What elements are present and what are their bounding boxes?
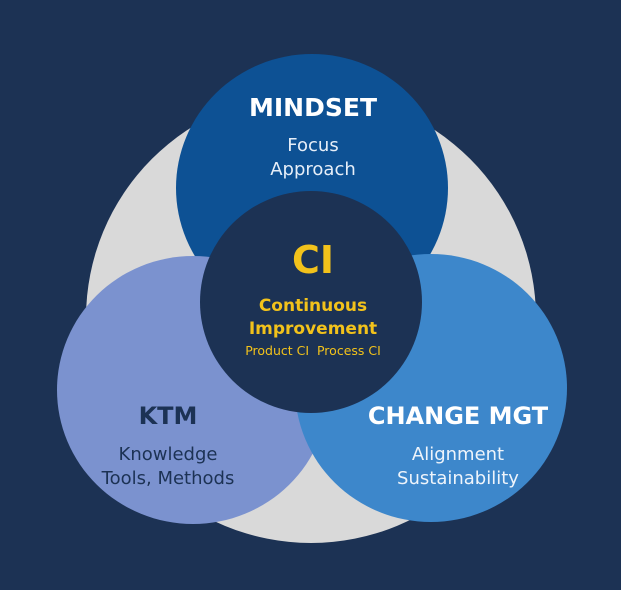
- mindset-title: MINDSET: [249, 93, 377, 122]
- ktm-title: KTM: [138, 402, 198, 430]
- ci-subtitle-line-2: Improvement: [248, 319, 378, 339]
- change-mgt-line-1: Alignment: [411, 444, 505, 465]
- ci-items: Product CI Process CI: [245, 343, 381, 358]
- ci-subtitle-line-1: Continuous: [258, 296, 368, 316]
- ci-center-circle: [200, 191, 422, 413]
- mindset-line-2: Approach: [270, 159, 356, 180]
- change-mgt-line-2: Sustainability: [397, 468, 519, 489]
- ktm-line-1: Knowledge: [118, 444, 218, 465]
- ci-title: CI: [291, 238, 335, 282]
- mindset-line-1: Focus: [287, 135, 339, 156]
- ktm-line-2: Tools, Methods: [101, 468, 235, 489]
- change-mgt-title: CHANGE MGT: [367, 402, 549, 430]
